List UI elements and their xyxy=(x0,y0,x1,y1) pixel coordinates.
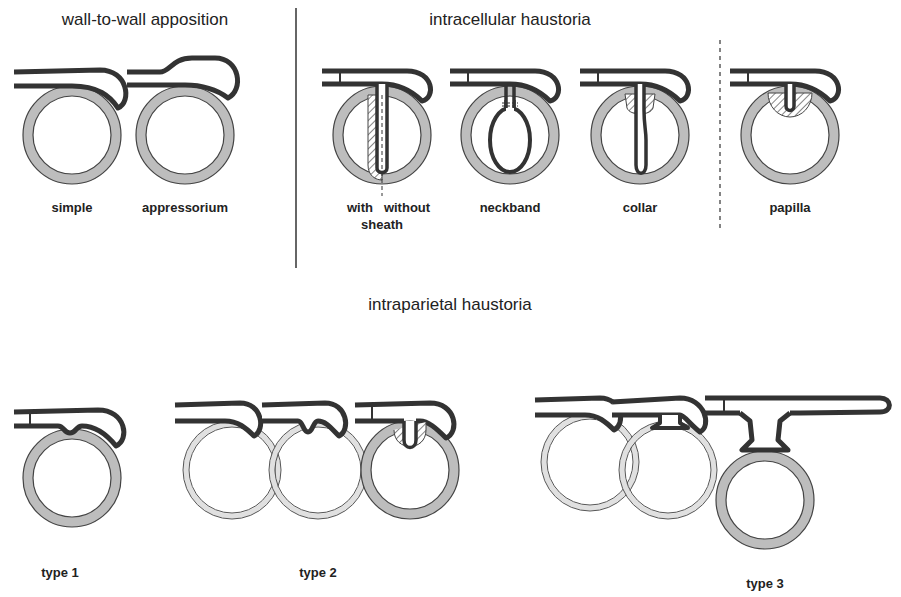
figure-label: collar xyxy=(623,200,658,215)
figure-label: appressorium xyxy=(142,200,228,215)
figure-label: simple xyxy=(51,200,92,215)
figure-label: sheath xyxy=(361,217,403,232)
figure-label: type 2 xyxy=(299,565,337,580)
figure-label: with xyxy=(347,200,373,215)
section-heading: intracellular haustoria xyxy=(429,10,591,30)
figure-label: type 3 xyxy=(746,576,784,591)
figure-label: papilla xyxy=(769,200,810,215)
section-heading: intraparietal haustoria xyxy=(368,295,531,315)
figure-label: type 1 xyxy=(41,565,79,580)
figure-label: without xyxy=(384,200,430,215)
figure-label: neckband xyxy=(480,200,541,215)
section-heading: wall-to-wall apposition xyxy=(62,10,228,30)
